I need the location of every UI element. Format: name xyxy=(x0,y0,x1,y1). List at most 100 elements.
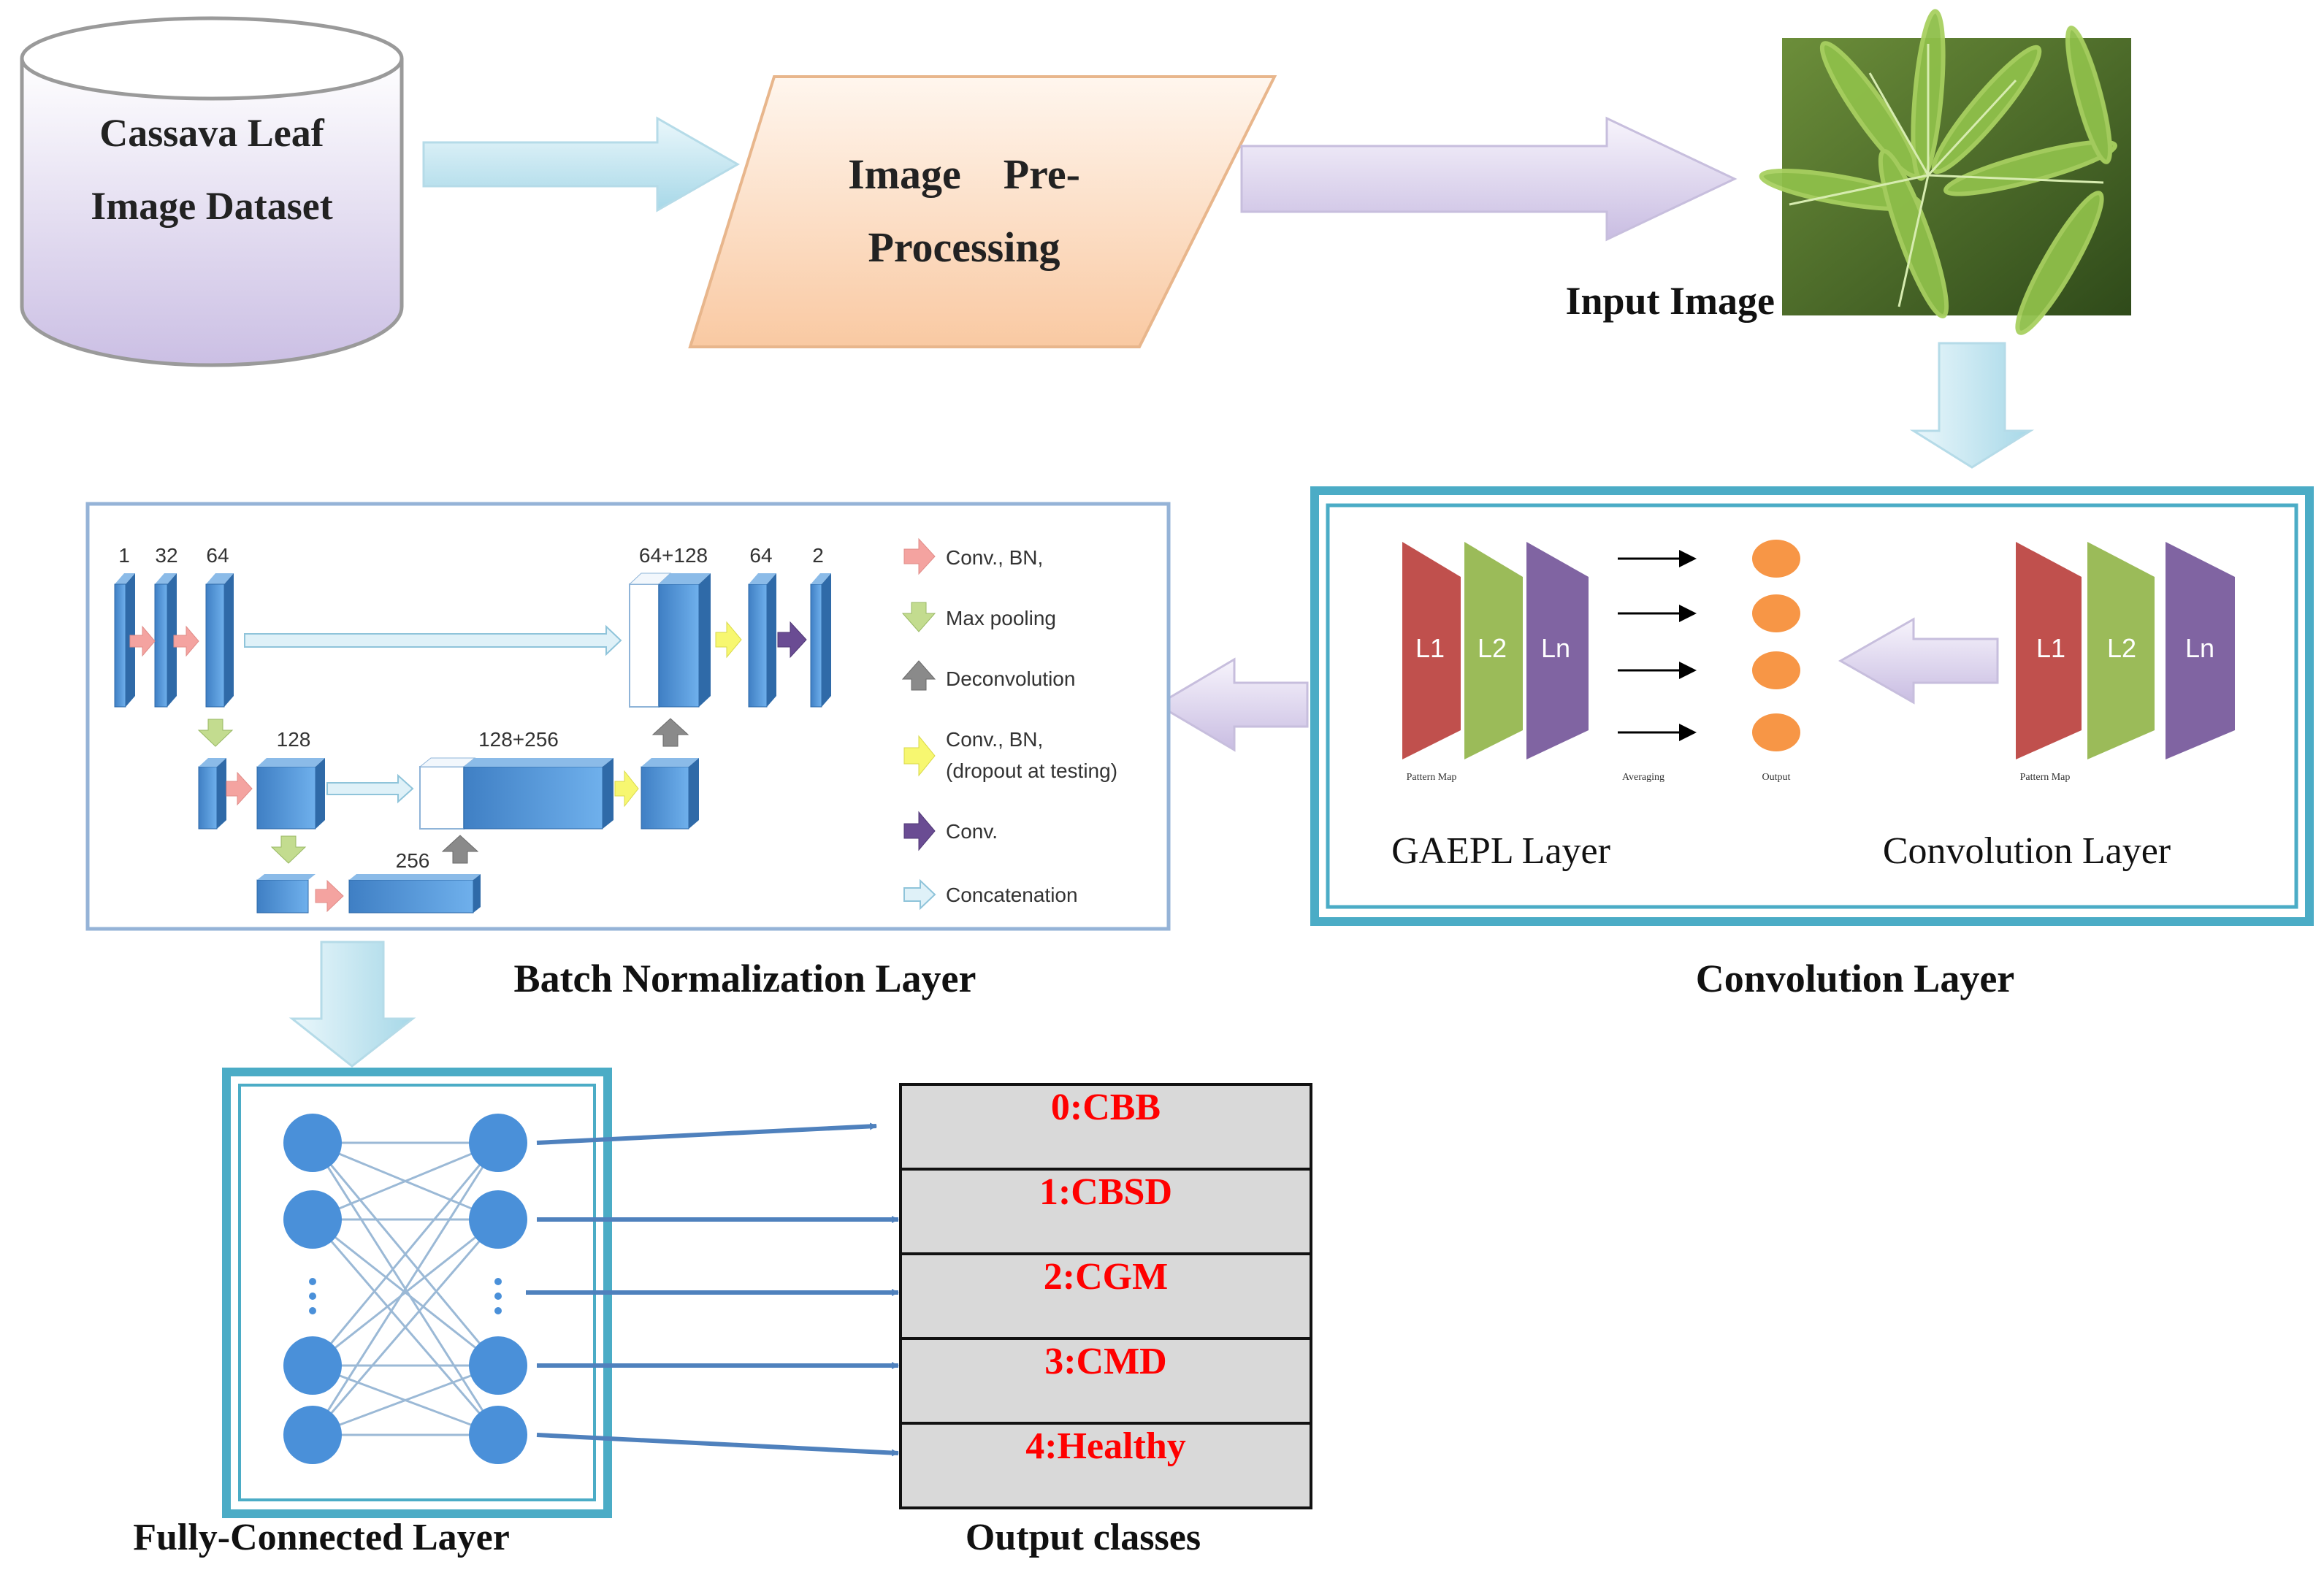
unet-level1-right xyxy=(628,573,831,708)
averaging-arrows xyxy=(1618,550,1697,741)
output-dots xyxy=(1752,540,1800,751)
gaepl-block-ln xyxy=(1526,542,1589,759)
convolution-panel: L1 L2 Ln Pattern Map Averaging Output Pa… xyxy=(1310,486,2314,926)
preprocess-box: Image Pre- Processing xyxy=(688,75,1277,348)
legend-conv-icon xyxy=(903,811,936,851)
legend-concat-icon xyxy=(903,878,936,911)
dataset-label-line1: Cassava Leaf xyxy=(99,111,325,155)
output-class-cell xyxy=(899,1252,1312,1340)
legend-conv-bn-drop-line1: Conv., BN, xyxy=(946,728,1043,751)
conv-l1-label: L1 xyxy=(2036,633,2065,663)
num-2: 2 xyxy=(812,544,824,567)
fc-edge xyxy=(311,1219,500,1436)
gaepl-ln-label: Ln xyxy=(1541,633,1570,663)
legend-conv: Conv. xyxy=(946,820,998,843)
legend-concat: Concatenation xyxy=(946,884,1078,906)
num-32: 32 xyxy=(155,544,177,567)
conv-bn-drop-arrow-2 xyxy=(614,770,639,808)
fc-caption: Fully-Connected Layer xyxy=(133,1517,510,1558)
fc-output-node-3 xyxy=(469,1406,527,1464)
batch-norm-caption: Batch Normalization Layer xyxy=(514,957,976,1000)
fc-to-output-arrows xyxy=(526,1122,899,1457)
convolution-caption: Convolution Layer xyxy=(1696,957,2015,1000)
gaepl-block-l1 xyxy=(1402,542,1461,759)
tiny-pattern-map-left: Pattern Map xyxy=(1407,772,1457,783)
unet-level3 xyxy=(256,874,481,914)
fc-output-node-2 xyxy=(469,1336,527,1395)
conv-block-l2 xyxy=(2087,542,2155,759)
deconv-arrow-2 xyxy=(441,835,479,864)
conv-ln-label: Ln xyxy=(2185,633,2214,663)
dataset-label-line2: Image Dataset xyxy=(91,184,332,228)
arrow-conv-to-bn xyxy=(1155,657,1309,752)
conv-block-ln xyxy=(2166,542,2235,759)
output-class-label: 1:CBSD xyxy=(1039,1171,1172,1213)
num-128: 128 xyxy=(277,728,311,751)
output-classes-table: 0:CBB 1:CBSD 2:CGM 3:CMD 4:Healthy xyxy=(899,1083,1312,1509)
legend-max-pool: Max pooling xyxy=(946,607,1056,629)
num-1: 1 xyxy=(118,544,130,567)
num-256: 256 xyxy=(396,849,430,872)
fc-input-node-0 xyxy=(283,1114,342,1172)
fc-edge xyxy=(312,1141,499,1221)
fc-ellipsis-dots xyxy=(309,1278,502,1314)
fc-input-node-3 xyxy=(283,1406,342,1464)
conv-bn-arrow-1 xyxy=(129,625,156,657)
legend-deconv: Deconvolution xyxy=(946,667,1075,690)
fc-edge xyxy=(312,1218,499,1367)
tiny-pattern-map-right: Pattern Map xyxy=(2020,772,2071,783)
bn-legend: Conv., BN, Max pooling Deconvolution Con… xyxy=(901,537,1117,911)
unet-level1-left xyxy=(114,573,234,708)
num-64b: 64 xyxy=(749,544,772,567)
conv-bn-arrow-2 xyxy=(173,625,199,657)
convolution-inner-label: Convolution Layer xyxy=(1883,830,2171,872)
conv-bn-drop-arrow-1 xyxy=(715,621,742,659)
output-class-cell xyxy=(899,1422,1312,1509)
max-pool-arrow-2 xyxy=(270,835,307,864)
fc-output-node-1 xyxy=(469,1190,527,1249)
fc-edges xyxy=(311,1141,500,1436)
input-image-label: Input Image xyxy=(1565,279,1775,323)
conv-bn-arrow-4 xyxy=(315,879,344,913)
fc-input-node-2 xyxy=(283,1336,342,1395)
fc-nodes xyxy=(283,1114,527,1464)
gaepl-block-l2 xyxy=(1464,542,1523,759)
gaepl-layer-label: GAEPL Layer xyxy=(1391,830,1610,872)
input-image-leaf xyxy=(1759,9,2131,335)
gaepl-l1-label: L1 xyxy=(1415,633,1445,663)
fc-output-node-0 xyxy=(469,1114,527,1172)
batch-norm-panel: 1 32 64 64+128 64 2 128 128+256 256 xyxy=(85,502,1171,931)
legend-conv-bn-icon xyxy=(903,537,936,575)
conv-arrow-1 xyxy=(777,621,807,659)
output-class-label: 0:CBB xyxy=(1051,1087,1161,1128)
conv-bn-arrow-3 xyxy=(226,771,253,806)
conv-l2-label: L2 xyxy=(2107,633,2136,663)
fc-edge xyxy=(311,1142,500,1366)
legend-conv-bn-drop-line2: (dropout at testing) xyxy=(946,759,1117,782)
legend-conv-bn: Conv., BN, xyxy=(946,546,1043,569)
num-64-128: 64+128 xyxy=(639,544,708,567)
conv-block-l1 xyxy=(2016,542,2082,759)
arrow-preprocess-to-image xyxy=(1240,116,1738,242)
arrow-dataset-to-preprocess xyxy=(422,116,741,212)
arrow-image-to-conv xyxy=(1909,342,2035,469)
num-128-256: 128+256 xyxy=(478,728,559,751)
arrow-bn-to-fc xyxy=(288,941,416,1068)
tiny-output: Output xyxy=(1762,772,1791,783)
dataset-cylinder: Cassava Leaf Image Dataset xyxy=(20,16,404,367)
fc-edge xyxy=(311,1142,500,1436)
unet-level2 xyxy=(198,757,699,830)
output-class-label: 4:Healthy xyxy=(1025,1425,1186,1467)
deconv-arrow-1 xyxy=(651,718,689,747)
arrow-conv-to-gaepl xyxy=(1838,617,1999,705)
legend-deconv-icon xyxy=(901,660,936,691)
preprocess-label-line2: Processing xyxy=(868,223,1060,271)
fc-edge xyxy=(312,1364,499,1436)
output-class-label: 2:CGM xyxy=(1044,1256,1168,1298)
legend-max-pool-icon xyxy=(901,602,936,632)
skip-concat-arrow-1 xyxy=(244,624,622,656)
output-class-label: 3:CMD xyxy=(1044,1341,1167,1382)
fc-input-node-1 xyxy=(283,1190,342,1249)
legend-conv-bn-drop-icon xyxy=(903,735,936,777)
